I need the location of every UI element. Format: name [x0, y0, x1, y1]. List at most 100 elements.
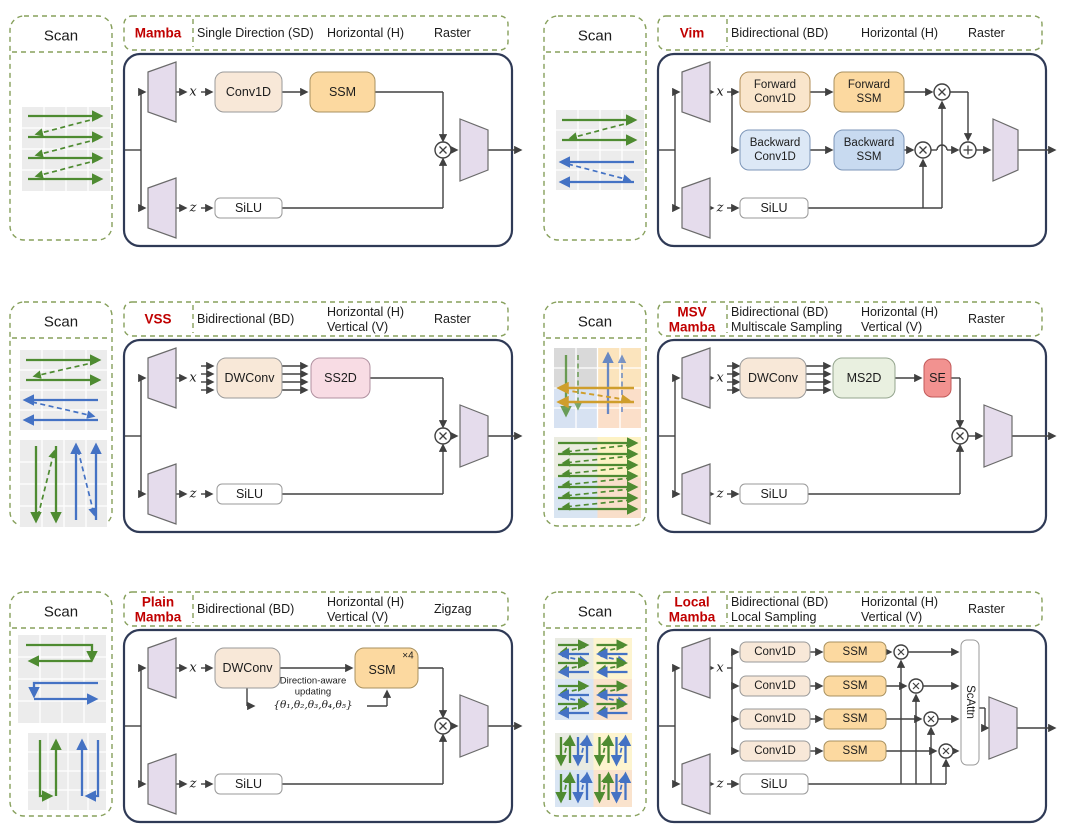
panel-vim: Scan Vim Bidirectional (BD) Horizontal (… [543, 15, 1057, 248]
scan-box [543, 591, 647, 817]
svg-text:Conv1D: Conv1D [754, 93, 796, 105]
input-projection-trapezoid [681, 347, 711, 409]
backward-conv1d-label: Backward [750, 137, 801, 149]
multiply-icon [434, 141, 452, 159]
dwconv-label: DWConv [748, 371, 799, 385]
input-projection-trapezoid [147, 61, 177, 123]
scan-label: Scan [578, 604, 612, 621]
pattern-label: Raster [434, 26, 471, 40]
ssm-label: SSM [329, 85, 356, 99]
silu-box [216, 483, 283, 505]
multiply-icon-forward [933, 83, 951, 101]
pattern-label: Raster [968, 26, 1005, 40]
header-box [657, 591, 1043, 627]
local-branch-2: Conv1D SSM [739, 675, 924, 697]
output-projection-trapezoid [459, 694, 489, 758]
x-label: x [716, 85, 724, 100]
model-name: MSV [677, 305, 706, 320]
multiply-icon [908, 678, 924, 694]
local-branch-3: Conv1D SSM [739, 708, 939, 730]
multiply-icon [434, 717, 452, 735]
output-projection-trapezoid [992, 118, 1019, 182]
header-box [123, 591, 509, 627]
silu-box [739, 773, 809, 795]
output-projection-trapezoid [459, 404, 489, 468]
ssm-label: SSM [368, 663, 395, 677]
se-box [923, 358, 952, 398]
output-projection-trapezoid [988, 696, 1018, 760]
conv1d-label: Conv1D [226, 85, 271, 99]
scan-box [9, 591, 113, 817]
orientation-label: Horizontal (H) [861, 595, 938, 609]
silu-box [739, 483, 809, 505]
scan-pattern-zigzag [18, 635, 106, 810]
wires [659, 87, 1057, 213]
scan-pattern-raster-h [22, 107, 110, 191]
multiply-icon [923, 711, 939, 727]
svg-text:updating: updating [295, 687, 331, 698]
multiply-icon [938, 743, 954, 759]
scan-box [9, 301, 113, 527]
dwconv-label: DWConv [222, 661, 273, 675]
ssm-box [823, 675, 887, 697]
scan-box [543, 15, 647, 241]
ssm-box [823, 641, 887, 663]
scan-pattern-bidirectional-h [556, 110, 644, 190]
silu-box [214, 197, 283, 219]
svg-text:SSM: SSM [843, 713, 868, 725]
ss2d-box [310, 357, 371, 399]
wires [125, 87, 523, 213]
svg-text:Conv1D: Conv1D [754, 745, 796, 757]
dense-raster-arrows [558, 437, 639, 515]
multiply-icon [434, 427, 452, 445]
multiply-icon [951, 427, 969, 445]
model-name: Local [674, 595, 709, 610]
pattern-label: Raster [968, 312, 1005, 326]
silu-label: SiLU [760, 777, 787, 791]
svg-text:Conv1D: Conv1D [754, 151, 796, 163]
svg-text:SSM: SSM [857, 93, 882, 105]
orientation-label: Horizontal (H) [327, 595, 404, 609]
model-name: Vim [680, 26, 705, 41]
panel-plain-mamba: Scan Plain Mamba Bidirectional (BD) Hori… [9, 591, 523, 824]
ssm-multiplier-label: ×4 [402, 651, 414, 662]
input-projection-trapezoid [147, 347, 177, 409]
header-box [657, 301, 1043, 337]
output-projection-trapezoid [459, 118, 489, 182]
silu-label: SiLU [235, 777, 262, 791]
local-branch-1: Conv1D SSM [739, 641, 909, 663]
ssm-box [823, 740, 887, 762]
x-label: x [189, 661, 197, 676]
direction-label: Bidirectional (BD) [731, 26, 828, 40]
scan-label: Scan [44, 28, 78, 45]
direction-label: Bidirectional (BD) [731, 595, 828, 609]
z-label: z [716, 201, 724, 216]
scan-label: Scan [578, 28, 612, 45]
wires [659, 647, 1057, 789]
svg-text:Multiscale Sampling: Multiscale Sampling [731, 320, 842, 334]
silu-label: SiLU [760, 201, 787, 215]
orientation-label: Horizontal (H) [327, 26, 404, 40]
x-label: x [716, 371, 724, 386]
scan-label: Scan [44, 314, 78, 331]
direction-label: Bidirectional (BD) [731, 305, 828, 319]
ms2d-box [832, 357, 896, 399]
svg-text:Conv1D: Conv1D [754, 713, 796, 725]
input-projection-trapezoid [681, 637, 711, 699]
z-label: z [189, 777, 197, 792]
scan-pattern-bidirectional-hv [20, 350, 107, 527]
svg-text:SSM: SSM [843, 680, 868, 692]
dwconv-label: DWConv [224, 371, 275, 385]
direction-label: Single Direction (SD) [197, 26, 314, 40]
panel-msv-mamba: Scan MSV Mamba Bid [543, 301, 1057, 534]
gate-projection-trapezoid [147, 463, 177, 525]
forward-ssm-label: Forward [848, 79, 890, 91]
scattn-box [960, 639, 980, 766]
local-branch-4: Conv1D SSM [739, 740, 954, 762]
ss2d-label: SS2D [324, 371, 357, 385]
svg-text:Mamba: Mamba [135, 610, 182, 625]
svg-text:Vertical (V): Vertical (V) [861, 320, 922, 334]
orientation-label: Horizontal (H) [861, 26, 938, 40]
multiply-icon [893, 644, 909, 660]
svg-text:Mamba: Mamba [669, 320, 716, 335]
